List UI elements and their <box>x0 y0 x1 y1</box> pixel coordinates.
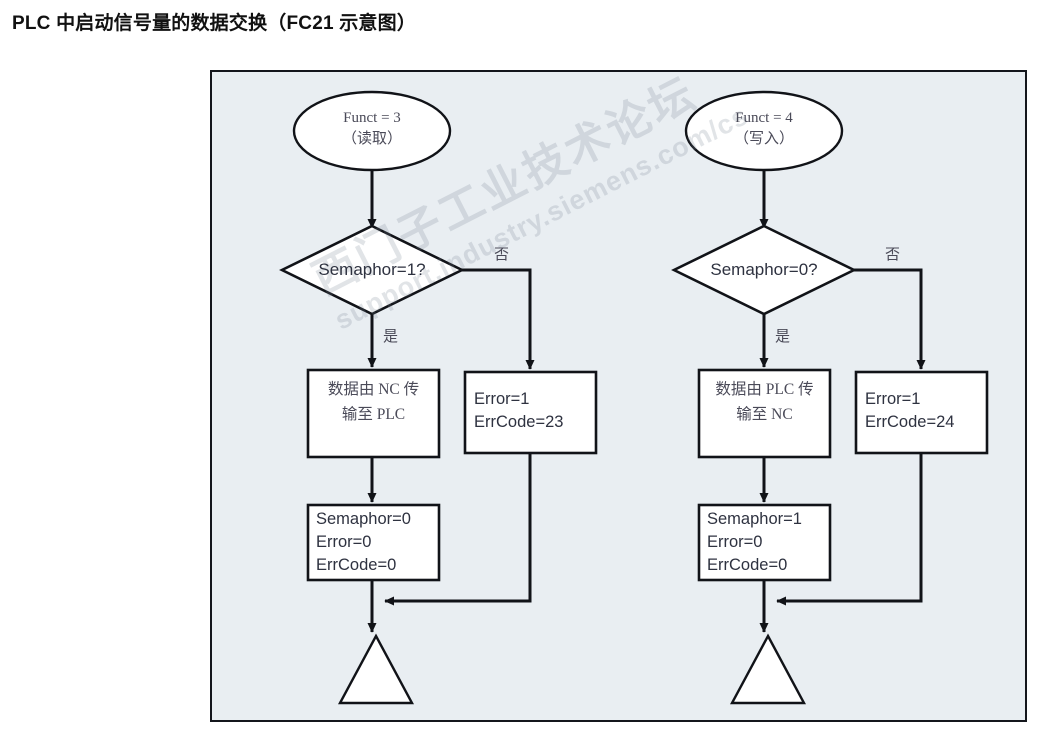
right-start-terminal <box>684 90 844 172</box>
page-title: PLC 中启动信号量的数据交换（FC21 示意图） <box>12 13 417 34</box>
left-edge-decision-no <box>462 268 535 370</box>
left-result-box <box>306 503 441 582</box>
right-edge-error-to-merge <box>776 453 923 606</box>
right-end-connector <box>729 633 807 705</box>
left-process-box <box>306 368 441 459</box>
right-error-box <box>854 370 989 455</box>
right-decision-diamond <box>671 224 857 316</box>
right-process-box <box>697 368 832 459</box>
right-result-box <box>697 503 832 582</box>
left-edge-error-to-merge <box>384 453 532 606</box>
right-edge-decision-no <box>854 268 926 370</box>
left-decision-diamond <box>279 224 465 316</box>
left-start-terminal <box>292 90 452 172</box>
left-error-box <box>463 370 598 455</box>
left-end-connector <box>337 633 415 705</box>
